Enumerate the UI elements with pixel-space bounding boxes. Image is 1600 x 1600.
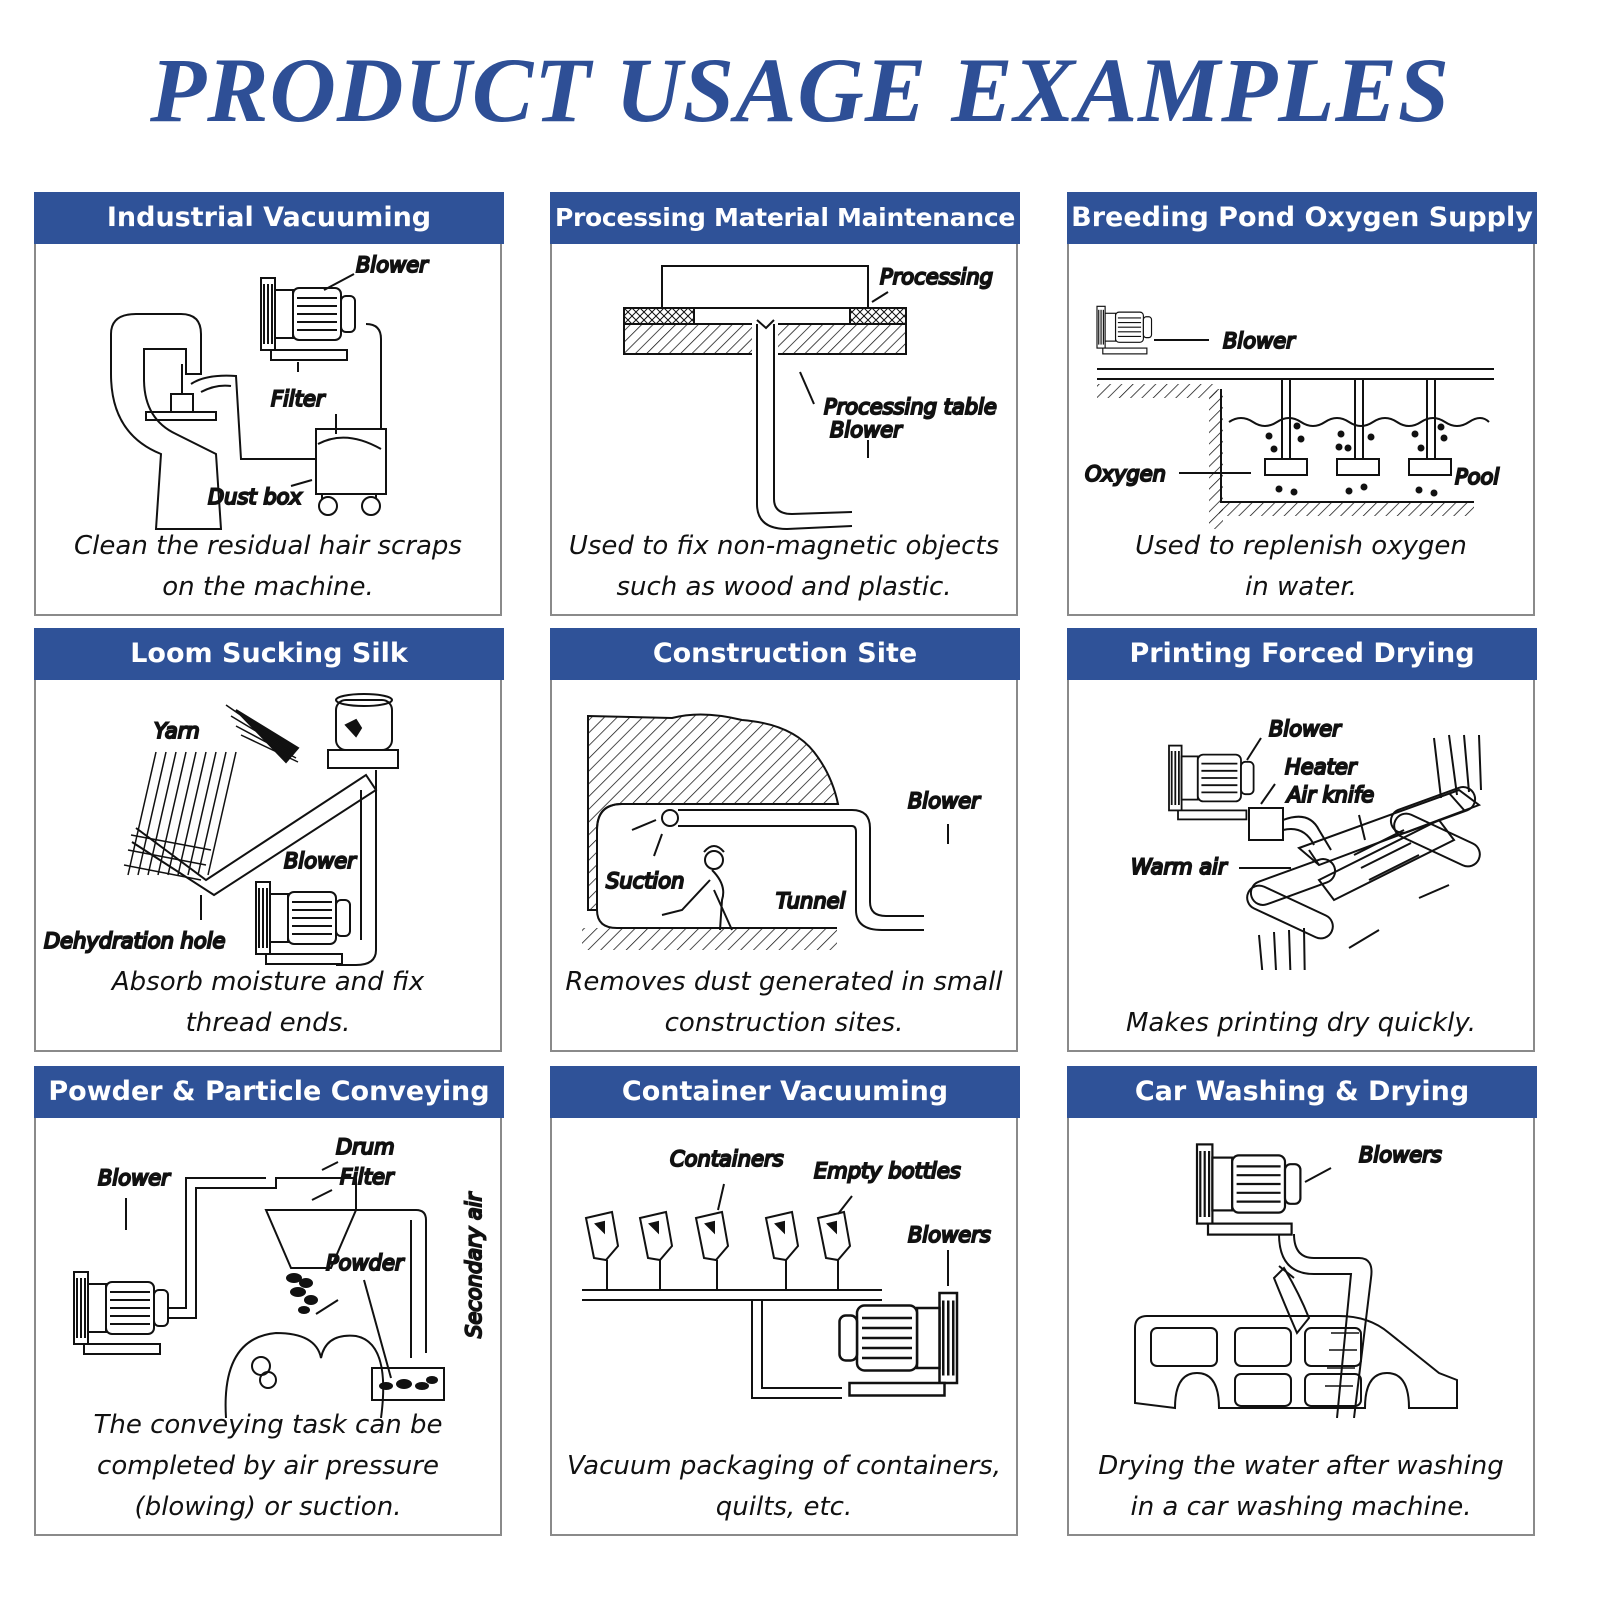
panel-printing-forced-drying: Printing Forced Drying Blower Heater Air [1067,628,1537,1052]
label-dust-box: Dust box [208,485,303,509]
processing-material-diagram: Processing Processing table Blower [552,244,1016,534]
panel-construction-site: Construction Site Blower Suction [550,628,1020,1052]
panel-caption: Absorb moisture and fix thread ends. [111,967,425,1038]
label-blower: Blower [908,789,981,813]
label-tunnel: Tunnel [776,889,846,913]
panel-heading: Loom Sucking Silk [34,628,504,680]
label-containers: Containers [670,1147,784,1171]
loom-diagram: Yarn Blower Dehydration hole [36,680,500,970]
panel-heading: Container Vacuuming [550,1066,1020,1118]
label-filter: Filter [271,387,326,411]
label-processing: Processing [880,265,993,289]
panel-caption: Makes printing dry quickly. [1125,1008,1477,1038]
panel-heading: Processing Material Maintenance [550,192,1020,244]
panel-processing-material-maintenance: Processing Material Maintenance [550,192,1020,616]
panel-heading: Printing Forced Drying [1067,628,1537,680]
label-warm-air: Warm air [1131,855,1228,879]
industrial-vacuuming-diagram: Blower Filter Dust box [36,244,500,534]
label-heater: Heater [1285,755,1358,779]
label-oxygen: Oxygen [1085,462,1166,486]
panel-industrial-vacuuming: Industrial Vacuuming Blower Filter Dust … [34,192,504,616]
panel-heading: Construction Site [550,628,1020,680]
panel-breeding-pond-oxygen: Breeding Pond Oxygen Supply [1067,192,1537,616]
label-suction: Suction [606,869,684,893]
label-powder: Powder [326,1251,405,1275]
label-yarn: Yarn [154,719,200,743]
panel-heading: Powder & Particle Conveying [34,1066,504,1118]
label-filter: Filter [340,1165,395,1189]
label-processing-table: Processing table [824,395,997,419]
label-blower: Blower [830,418,903,442]
panel-loom-sucking-silk: Loom Sucking Silk Yar [34,628,504,1052]
panel-powder-particle-conveying: Powder & Particle Conveying Blower [34,1066,504,1536]
panel-heading: Breeding Pond Oxygen Supply [1067,192,1537,244]
panel-heading: Car Washing & Drying [1067,1066,1537,1118]
label-blower: Blower [284,849,357,873]
label-empty-bottles: Empty bottles [814,1159,961,1183]
panel-caption: Drying the water after washing in a car … [1098,1451,1504,1522]
label-blower: Blower [1269,717,1342,741]
container-vacuuming-diagram: Containers Empty bottles Blowers [552,1118,1016,1418]
printing-drying-diagram: Blower Heater Air knife Warm air [1069,680,1533,970]
label-drum: Drum [336,1135,395,1159]
panel-caption: The conveying task can be completed by a… [93,1410,443,1522]
label-air-knife: Air knife [1285,783,1374,807]
breeding-pond-diagram: Blower Oxygen Pool [1069,244,1533,534]
car-washing-diagram: Blowers [1069,1118,1533,1418]
panel-caption: Vacuum packaging of containers, quilts, … [567,1451,1001,1522]
page-title: PRODUCT USAGE EXAMPLES [149,39,1451,141]
panel-caption: Clean the residual hair scraps on the ma… [74,531,462,602]
panel-caption: Removes dust generated in small construc… [565,967,1003,1038]
panel-car-washing-drying: Car Washing & Drying Blowers Drying the … [1067,1066,1537,1536]
label-dehydration-hole: Dehydration hole [44,929,225,953]
label-blower: Blower [98,1166,171,1190]
panel-caption: Used to replenish oxygen in water. [1135,531,1467,602]
construction-site-diagram: Blower Suction Tunnel [552,680,1016,970]
label-blower: Blower [356,253,429,277]
label-blowers: Blowers [1359,1143,1442,1167]
panel-heading: Industrial Vacuuming [34,192,504,244]
label-blowers: Blowers [908,1223,991,1247]
label-blower: Blower [1223,329,1296,353]
label-secondary-air: Secondary air [462,1191,486,1338]
label-pool: Pool [1455,465,1499,489]
powder-conveying-diagram: Blower Drum Filter Powder Secondary air [36,1118,500,1418]
panel-caption: Used to fix non-magnetic objects such as… [568,531,1000,602]
panel-container-vacuuming: Container Vacuuming Containers Empty bot… [550,1066,1020,1536]
